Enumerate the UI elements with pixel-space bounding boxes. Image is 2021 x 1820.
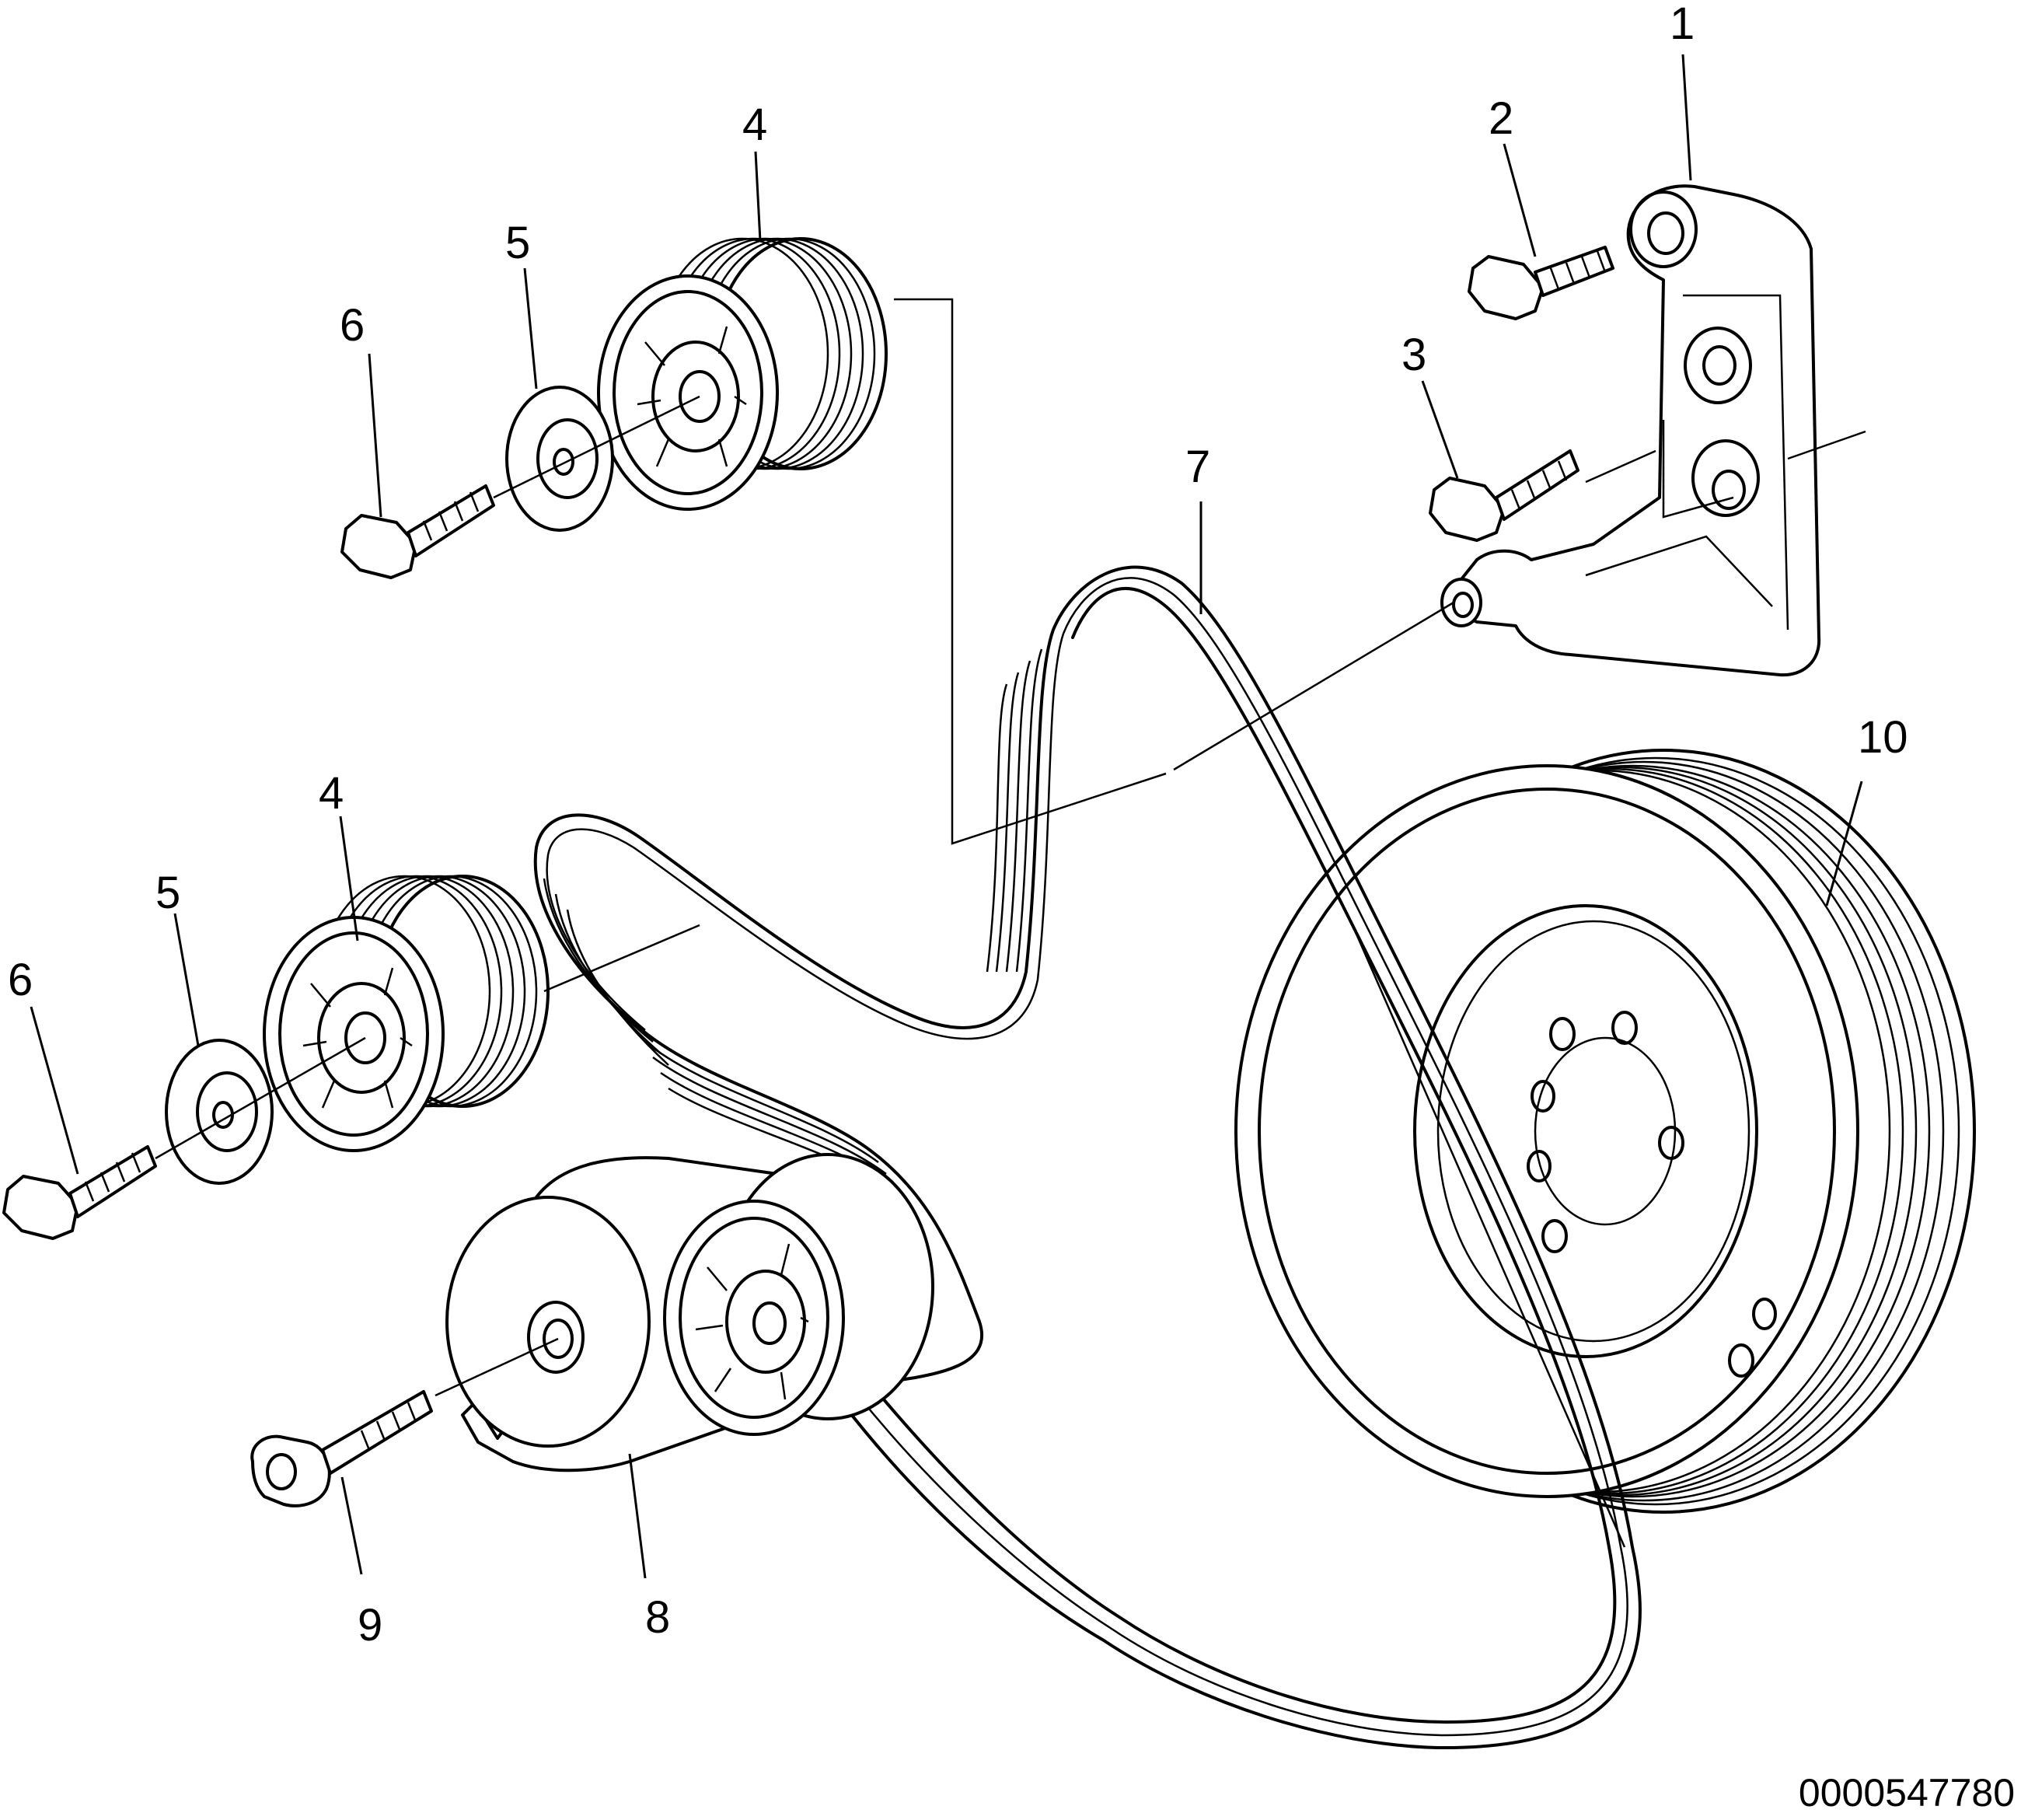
callout-3: 3: [1401, 330, 1426, 380]
callout-5-upper: 5: [505, 218, 530, 268]
axis-lines: [543, 298, 1734, 993]
bolt-2: [1468, 246, 1614, 320]
document-number: 0000547780: [1799, 1771, 2015, 1815]
socket-head-bolt-9: [250, 1337, 559, 1507]
callout-5-lower: 5: [155, 868, 180, 918]
callout-9: 9: [358, 1600, 382, 1651]
bolt-3: [1429, 449, 1579, 542]
callout-labels: 1 2 3 4 5 6 7 10 4 5 6 9 8: [8, 0, 1908, 1651]
lower-bolt-6: [2, 1036, 366, 1240]
crankshaft-pulley: [1234, 749, 1976, 1514]
callout-6-lower: 6: [8, 955, 33, 1005]
upper-idler-pulley: [597, 237, 888, 511]
upper-washer: [505, 386, 614, 532]
callout-6-upper: 6: [340, 300, 365, 351]
callout-2: 2: [1489, 93, 1513, 144]
lower-washer: [165, 1039, 274, 1185]
callout-leaders: [30, 54, 1863, 1579]
lower-idler-pulley: [263, 875, 550, 1152]
belt-tensioner: [445, 1153, 934, 1472]
mounting-bracket: [1440, 184, 1866, 677]
callout-4-lower: 4: [319, 768, 344, 819]
callout-10: 10: [1858, 712, 1908, 763]
callout-4-upper: 4: [742, 100, 767, 150]
callout-8: 8: [645, 1592, 670, 1643]
callout-7: 7: [1185, 442, 1210, 492]
upper-bolt-6: [340, 395, 700, 579]
callout-1: 1: [1670, 0, 1695, 49]
